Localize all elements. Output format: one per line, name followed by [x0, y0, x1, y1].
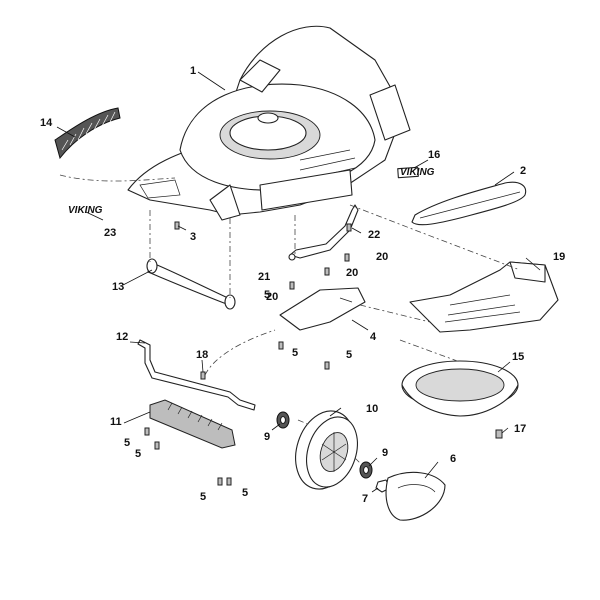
callout-19: 19 — [553, 251, 565, 263]
leader-lines — [56, 71, 541, 493]
screw-18 — [200, 371, 206, 380]
callout-1: 1 — [190, 65, 196, 77]
callout-5-bracket-c: 5 — [200, 491, 206, 503]
part-11-adjuster-bracket — [149, 399, 236, 449]
callout-20-c: 20 — [266, 291, 278, 303]
screw-5-plate-left — [278, 341, 284, 350]
screw-5-bracket-c — [217, 477, 223, 486]
callout-5-deck: 5 — [264, 289, 270, 301]
part-6-hub-cap — [385, 471, 446, 521]
callout-21: 21 — [258, 271, 270, 283]
callout-5-plate-left: 5 — [292, 347, 298, 359]
part-4-plate — [279, 287, 366, 331]
part-12-rear-axle — [137, 329, 276, 411]
callout-22: 22 — [368, 229, 380, 241]
callout-4: 4 — [370, 331, 377, 343]
part-9-bearing-left — [276, 411, 290, 429]
part-17-screw — [495, 429, 503, 439]
callout-5-plate-right: 5 — [346, 349, 352, 361]
viking-logo: VIKING — [68, 205, 103, 216]
screw-5-bracket-b — [154, 441, 160, 450]
callout-10: 10 — [366, 403, 378, 415]
callout-5-bracket-a: 5 — [124, 437, 130, 449]
label-16-text: VIKING — [400, 167, 435, 178]
screw-5-bracket-a — [144, 427, 150, 436]
callout-6: 6 — [450, 453, 456, 465]
callout-14: 14 — [40, 117, 53, 129]
part-16-label: VIKING — [397, 166, 435, 179]
callout-17: 17 — [514, 423, 526, 435]
callout-11: 11 — [110, 416, 122, 428]
callout-5-bracket-d: 5 — [242, 487, 248, 499]
part-23-brand-logo: VIKING — [68, 205, 103, 216]
screw-5-bracket-d — [226, 477, 232, 486]
part-14-striped-cover — [54, 107, 121, 160]
screw-20-b — [324, 267, 330, 276]
part-13-front-roller — [146, 258, 236, 310]
callout-7: 7 — [362, 493, 368, 505]
screw-group — [144, 221, 352, 486]
callout-16: 16 — [428, 149, 440, 161]
callout-18: 18 — [196, 349, 208, 361]
screw-3 — [174, 221, 180, 230]
callout-12: 12 — [116, 331, 128, 343]
callout-9-left: 9 — [264, 431, 270, 443]
screw-20-c — [289, 281, 295, 290]
part-10-wheel — [295, 410, 358, 490]
part-21-pin — [288, 253, 296, 261]
part-1-deck-housing — [127, 25, 411, 221]
callout-labels: 1 2 3 4 5 5 5 5 5 5 5 6 7 9 9 10 11 12 1… — [40, 65, 565, 505]
screw-20-a — [344, 253, 350, 262]
screw-22 — [346, 223, 352, 232]
callout-23: 23 — [104, 227, 116, 239]
part-2-grip-bar — [411, 181, 527, 226]
callout-20-b: 20 — [346, 267, 358, 279]
callout-2: 2 — [520, 165, 526, 177]
part-15-grass-bowl — [401, 360, 519, 417]
callout-3: 3 — [190, 231, 196, 243]
part-19-deflector — [409, 261, 559, 333]
callout-15: 15 — [512, 351, 524, 363]
callout-5-bracket-b: 5 — [135, 448, 141, 460]
callout-9-right: 9 — [382, 447, 388, 459]
callout-20-a: 20 — [376, 251, 388, 263]
screw-5-plate-right — [324, 361, 330, 370]
alignment-lines — [59, 174, 521, 466]
callout-13: 13 — [112, 281, 124, 293]
